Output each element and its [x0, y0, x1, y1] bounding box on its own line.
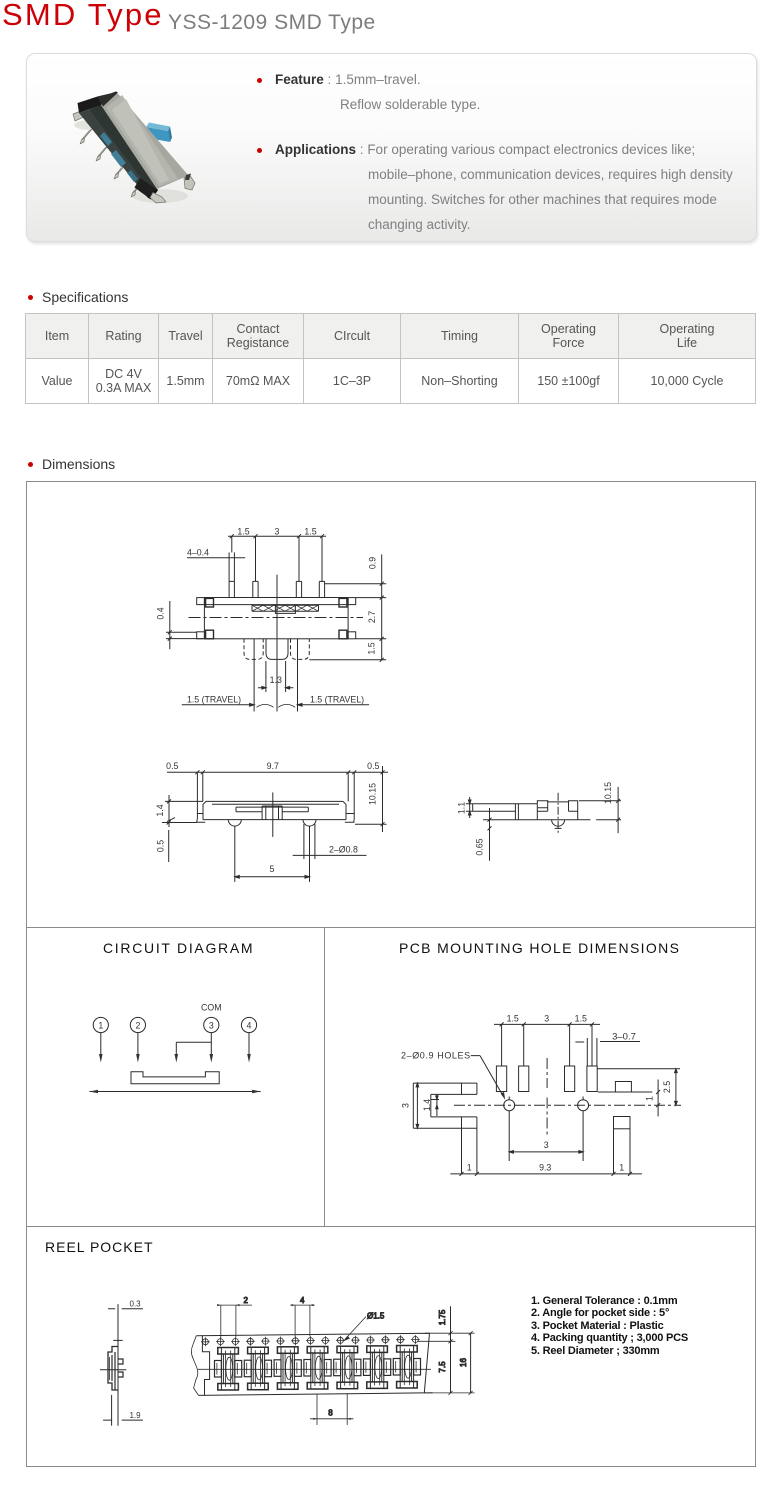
svg-text:3: 3 [401, 1103, 411, 1108]
svg-text:10.15: 10.15 [368, 783, 378, 805]
svg-text:1: 1 [98, 1021, 103, 1031]
svg-text:9.7: 9.7 [267, 761, 279, 771]
svg-text:1.5: 1.5 [237, 527, 249, 537]
svg-text:Ø1.5: Ø1.5 [367, 1312, 385, 1321]
svg-text:1: 1 [619, 1162, 624, 1172]
svg-text:1: 1 [645, 1096, 655, 1101]
svg-text:1: 1 [467, 1162, 472, 1172]
svg-text:4–0.4: 4–0.4 [187, 548, 209, 558]
svg-text:2: 2 [244, 1296, 249, 1305]
svg-text:1.3: 1.3 [270, 675, 282, 685]
svg-text:8: 8 [328, 1409, 333, 1418]
svg-text:2.7: 2.7 [367, 611, 377, 623]
svg-text:4: 4 [247, 1021, 252, 1031]
svg-text:7.5: 7.5 [438, 1361, 447, 1373]
svg-text:0.5: 0.5 [166, 761, 178, 771]
svg-text:1.9: 1.9 [130, 1411, 142, 1420]
svg-text:1.5 (TRAVEL): 1.5 (TRAVEL) [187, 694, 241, 704]
svg-text:2–Ø0.8: 2–Ø0.8 [329, 845, 358, 855]
svg-text:2.5: 2.5 [662, 1081, 672, 1093]
svg-text:9.3: 9.3 [539, 1162, 551, 1172]
svg-text:3: 3 [275, 527, 280, 537]
svg-text:5: 5 [270, 864, 275, 874]
svg-text:1.5 (TRAVEL): 1.5 (TRAVEL) [310, 694, 364, 704]
svg-text:1.75: 1.75 [438, 1309, 447, 1325]
svg-text:16: 16 [459, 1358, 468, 1367]
svg-text:1.5: 1.5 [304, 527, 316, 537]
svg-text:1.5: 1.5 [507, 1014, 519, 1024]
svg-text:0.5: 0.5 [367, 761, 379, 771]
svg-text:0.4: 0.4 [156, 607, 166, 619]
svg-text:3: 3 [544, 1140, 549, 1150]
svg-text:10.15: 10.15 [603, 782, 613, 804]
svg-text:2: 2 [135, 1021, 140, 1031]
svg-text:2–Ø0.9 HOLES: 2–Ø0.9 HOLES [401, 1050, 471, 1060]
svg-text:1.4: 1.4 [422, 1099, 432, 1111]
svg-text:4: 4 [300, 1296, 305, 1305]
svg-text:0.5: 0.5 [155, 840, 165, 852]
svg-text:0.3: 0.3 [130, 1299, 142, 1308]
svg-text:1.4: 1.4 [155, 804, 165, 816]
svg-text:0.9: 0.9 [368, 557, 378, 569]
svg-text:3: 3 [209, 1021, 214, 1031]
svg-text:3: 3 [544, 1014, 549, 1024]
svg-text:3–0.7: 3–0.7 [612, 1032, 636, 1043]
svg-text:1.1: 1.1 [457, 802, 467, 814]
svg-text:1.5: 1.5 [366, 642, 376, 654]
svg-text:1.5: 1.5 [575, 1014, 587, 1024]
svg-text:COM: COM [201, 1003, 222, 1013]
svg-text:0.65: 0.65 [475, 838, 485, 855]
